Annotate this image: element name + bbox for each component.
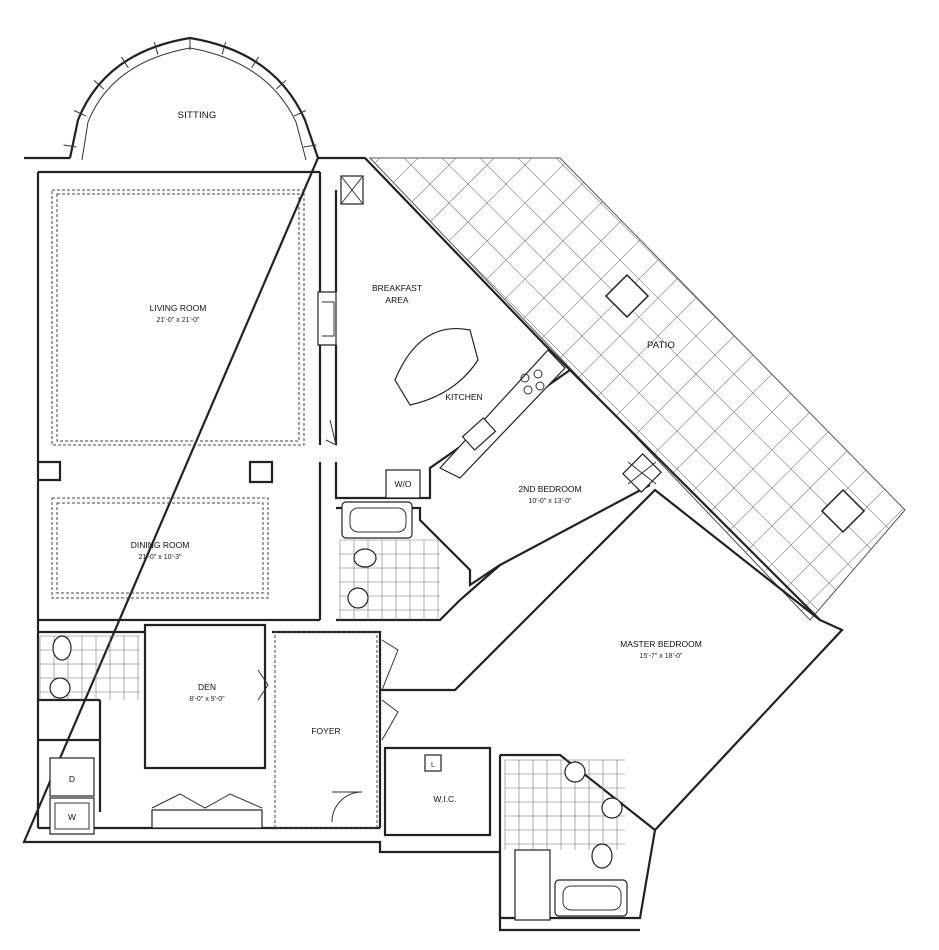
room-dim-master-bedroom: 15'-7" x 18'-0" <box>639 653 683 660</box>
room-dim-dining-room: 21'-0" x 10'-3" <box>138 554 182 561</box>
room-label-dining-room: DINING ROOM <box>131 540 190 550</box>
sink <box>347 587 369 609</box>
room-label-kitchen: KITCHEN <box>445 392 482 402</box>
bath-tiles <box>39 539 625 850</box>
chase <box>622 453 662 493</box>
room-label-den: DEN <box>198 682 216 692</box>
chase <box>340 175 364 205</box>
room-label-wic: W.I.C. <box>433 794 456 804</box>
room-label-wo: W/O <box>395 479 412 489</box>
room-label-patio: PATIO <box>647 340 675 351</box>
shower <box>514 849 551 921</box>
kitchen-island <box>394 328 479 406</box>
toilet <box>591 843 613 869</box>
appliance-linen: L <box>431 762 435 769</box>
room-label-breakfast: BREAKFAST <box>372 283 422 293</box>
room-dim-living-room: 21'-0" x 21'-0" <box>156 317 200 324</box>
toilet <box>353 548 377 568</box>
patio-planter <box>820 488 866 534</box>
room-label-breakfast-2: AREA <box>385 295 408 305</box>
room-label-sitting: SITTING <box>178 110 217 121</box>
sink <box>601 797 623 819</box>
room-label-living-room: LIVING ROOM <box>150 303 207 313</box>
bathtub <box>554 879 628 917</box>
room-dim-second-bedroom: 10'-0" x 13'-0" <box>528 498 572 505</box>
room-label-master-bedroom: MASTER BEDROOM <box>620 639 702 649</box>
fireplace <box>317 291 337 346</box>
bathtub <box>341 501 413 539</box>
room-dim-den: 8'-0" x 9'-0" <box>189 696 225 703</box>
appliance-dryer: D <box>69 774 75 784</box>
kitchen-counter <box>439 349 566 479</box>
appliance-washer: W <box>68 812 76 822</box>
sink <box>49 677 71 699</box>
sink <box>564 761 586 783</box>
patio-planter <box>604 273 650 319</box>
toilet <box>52 635 72 661</box>
interior-walls <box>38 172 821 852</box>
sitting-bay <box>63 36 320 161</box>
room-label-foyer: FOYER <box>311 726 340 736</box>
room-label-second-bedroom: 2ND BEDROOM <box>518 484 581 494</box>
